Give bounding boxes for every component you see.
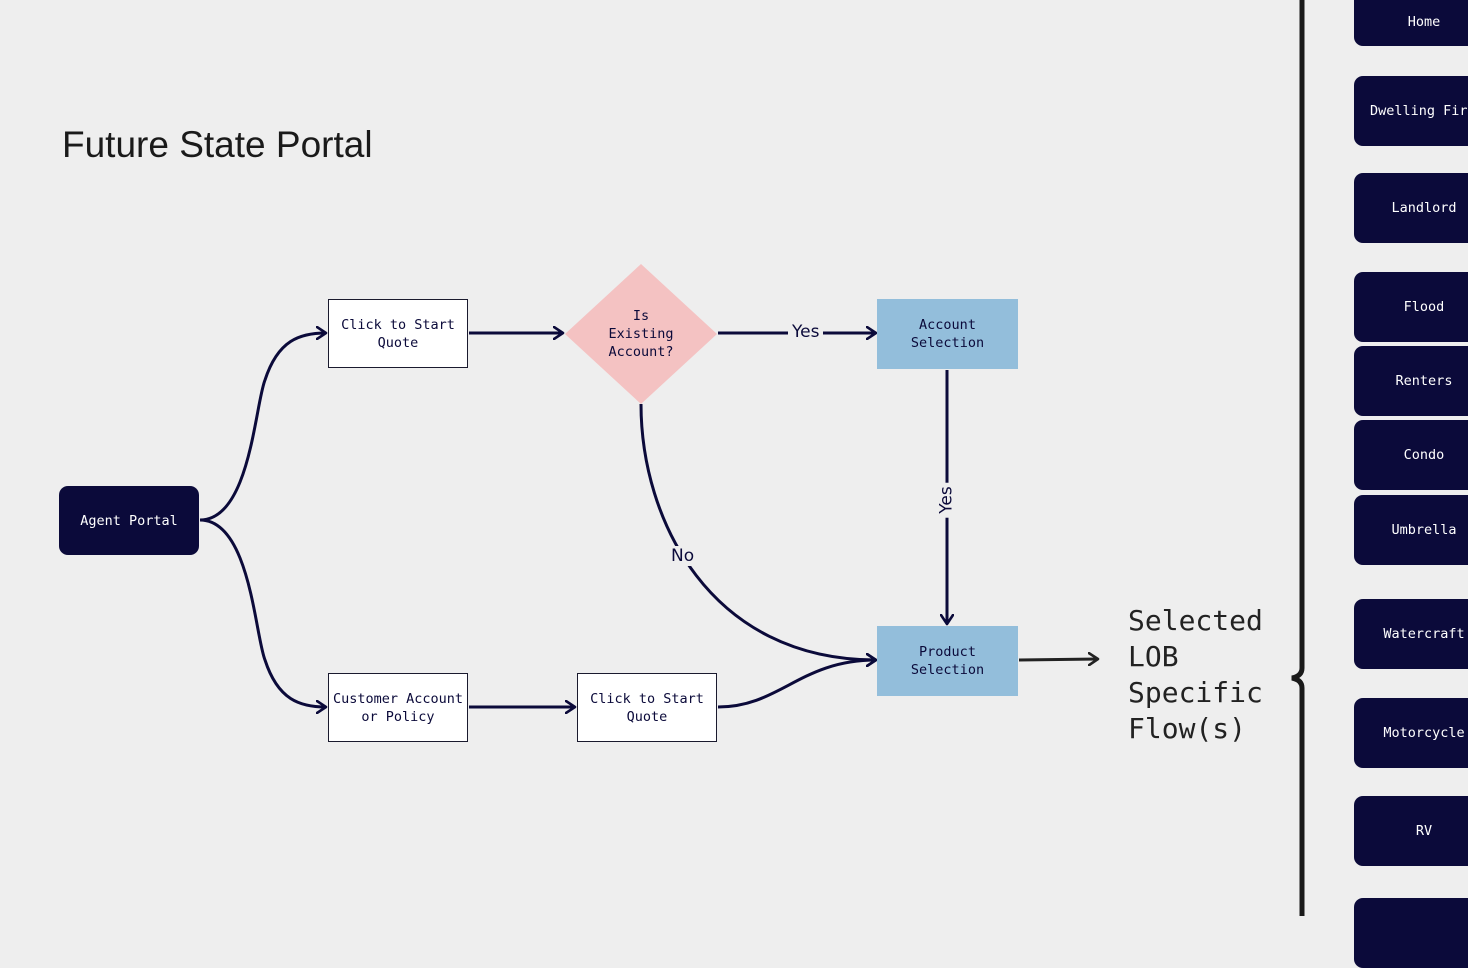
sidebar-item-umbrella[interactable]: Umbrella: [1354, 495, 1468, 565]
start-quote-node-bottom[interactable]: Click to Start Quote: [577, 673, 717, 742]
edge-agent-to-customer-account: [199, 518, 326, 707]
sidebar-item-label: Dwelling Fire: [1370, 103, 1468, 119]
sidebar-item-rv[interactable]: RV: [1354, 796, 1468, 866]
sidebar-item-label: Home: [1407, 14, 1441, 30]
existing-account-label: Is Existing Account?: [608, 308, 674, 360]
account-selection-node[interactable]: Account Selection: [877, 299, 1018, 369]
sidebar-item-label: Condo: [1403, 447, 1445, 463]
product-selection-label: Product Selection: [910, 644, 985, 678]
start-quote-bottom-label: Click to Start Quote: [590, 690, 704, 725]
sidebar-item-label: RV: [1415, 823, 1433, 839]
lob-flow-label: Selected LOB Specific Flow(s): [1128, 604, 1263, 745]
sidebar-item-label: Watercraft: [1383, 626, 1465, 642]
start-quote-node-top[interactable]: Click to Start Quote: [328, 299, 468, 368]
sidebar-item-condo[interactable]: Condo: [1354, 420, 1468, 490]
sidebar-item-dwelling-fire[interactable]: Dwelling Fire: [1354, 76, 1468, 146]
sidebar-item-label: Umbrella: [1391, 522, 1457, 538]
customer-account-node[interactable]: Customer Account or Policy: [328, 673, 468, 742]
sidebar-item-home[interactable]: Home: [1354, 0, 1468, 46]
edge-label-yes: Yes: [788, 322, 824, 342]
edge-product-to-lob-flow: [1018, 659, 1098, 660]
agent-portal-label: Agent Portal: [80, 512, 178, 529]
flowchart-canvas: [199, 0, 1305, 916]
sidebar-item-partial[interactable]: [1354, 898, 1468, 968]
edge-start-quote-to-product-selection: [717, 660, 876, 709]
sidebar-item-motorcycle[interactable]: Motorcycle: [1354, 698, 1468, 768]
sidebar-brace: [1291, 0, 1305, 916]
decision-diamond-shape: [565, 264, 717, 404]
sidebar-item-flood[interactable]: Flood: [1354, 272, 1468, 342]
edge-label-yes-vertical: Yes: [936, 482, 957, 518]
sidebar-item-watercraft[interactable]: Watercraft: [1354, 599, 1468, 669]
sidebar-item-label: Landlord: [1391, 200, 1457, 216]
customer-account-label: Customer Account or Policy: [332, 690, 464, 725]
edge-decision-no-to-product-selection: [639, 403, 876, 660]
start-quote-top-label: Click to Start Quote: [341, 316, 455, 351]
account-selection-label: Account Selection: [910, 317, 985, 351]
sidebar-item-label: Flood: [1403, 299, 1445, 315]
edge-agent-to-start-quote: [199, 333, 326, 522]
existing-account-decision[interactable]: Is Existing Account?: [581, 299, 701, 369]
edge-label-no: No: [667, 546, 699, 566]
sidebar-item-renters[interactable]: Renters: [1354, 346, 1468, 416]
agent-portal-node[interactable]: Agent Portal: [59, 486, 199, 555]
sidebar-item-label: Renters: [1395, 373, 1453, 389]
product-selection-node[interactable]: Product Selection: [877, 626, 1018, 696]
sidebar-item-landlord[interactable]: Landlord: [1354, 173, 1468, 243]
sidebar-item-label: Motorcycle: [1383, 725, 1465, 741]
page-title: Future State Portal: [62, 124, 373, 165]
